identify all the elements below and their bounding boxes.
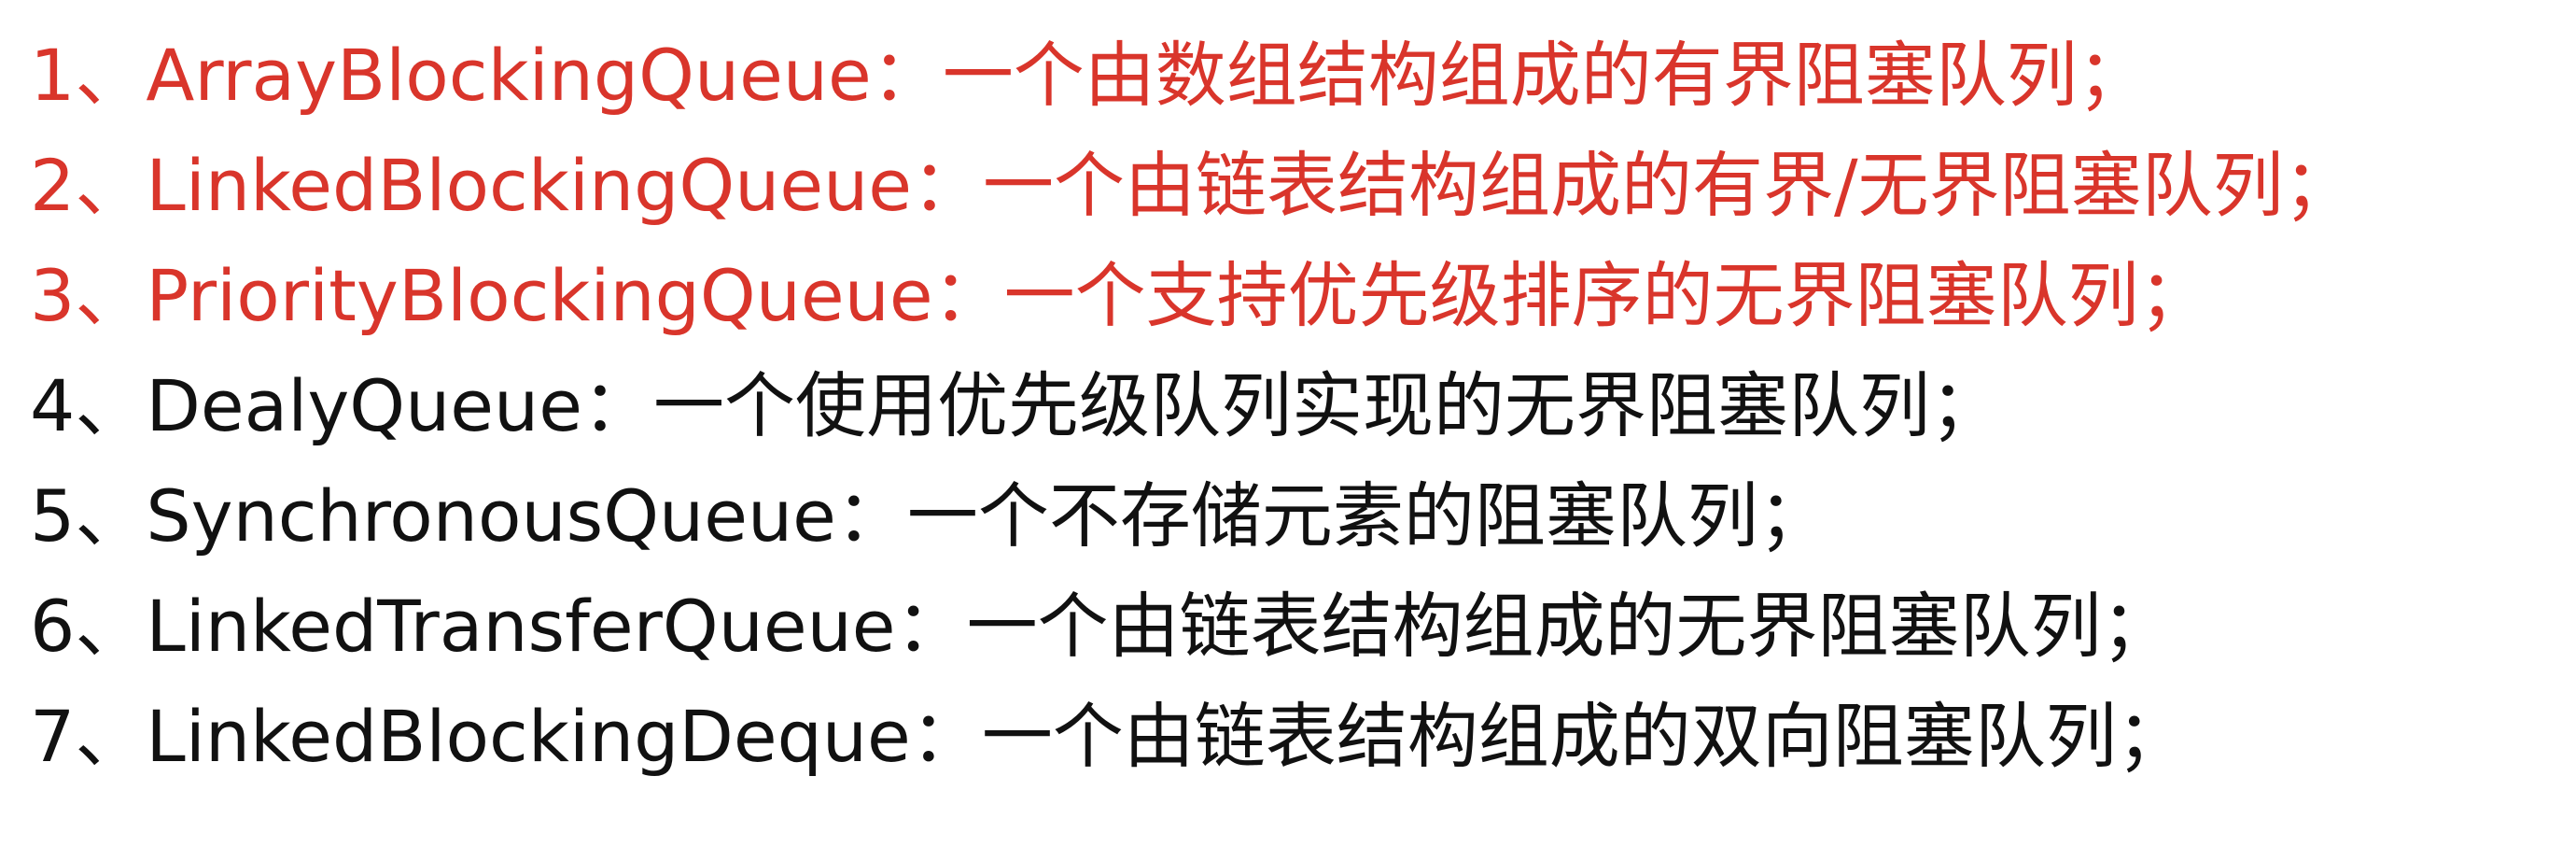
item-colon: ：	[835, 474, 907, 558]
item-number: 7	[30, 695, 76, 778]
item-colon: ：	[912, 144, 984, 227]
list-item-synchronous-queue: 5、SynchronousQueue：一个不存储元素的阻塞队列；	[30, 461, 2550, 572]
item-number: 6	[30, 585, 76, 668]
queue-name: SynchronousQueue	[146, 474, 836, 558]
list-item-linked-blocking-queue: 2、LinkedBlockingQueue：一个由链表结构组成的有界/无界阻塞队…	[30, 131, 2550, 241]
item-number: 2	[30, 144, 76, 227]
queue-description: 一个不存储元素的阻塞队列；	[906, 474, 1829, 558]
queue-description: 一个由链表结构组成的无界阻塞队列；	[966, 585, 2173, 668]
item-colon: ：	[581, 364, 653, 447]
list-item-dealy-queue: 4、DealyQueue：一个使用优先级队列实现的无界阻塞队列；	[30, 351, 2550, 461]
queue-name: LinkedBlockingDeque	[146, 695, 911, 778]
queue-name: ArrayBlockingQueue	[146, 34, 872, 117]
item-separator: 、	[75, 34, 147, 117]
item-number: 5	[30, 474, 76, 558]
queue-description: 一个使用优先级队列实现的无界阻塞队列；	[652, 364, 2001, 447]
item-colon: ：	[932, 254, 1004, 337]
queue-description: 一个由链表结构组成的有界/无界阻塞队列；	[983, 144, 2355, 227]
item-colon: ：	[895, 585, 967, 668]
queue-description: 一个由数组结构组成的有界阻塞队列；	[942, 34, 2149, 117]
item-number: 1	[30, 34, 76, 117]
item-separator: 、	[75, 364, 147, 447]
item-number: 3	[30, 254, 76, 337]
queue-description: 一个支持优先级排序的无界阻塞队列；	[1003, 254, 2210, 337]
item-separator: 、	[75, 585, 147, 668]
list-item-priority-blocking-queue: 3、PriorityBlockingQueue：一个支持优先级排序的无界阻塞队列…	[30, 241, 2550, 351]
item-separator: 、	[75, 144, 147, 227]
queue-name: PriorityBlockingQueue	[146, 254, 933, 337]
blocking-queue-list: 1、ArrayBlockingQueue：一个由数组结构组成的有界阻塞队列； 2…	[30, 21, 2550, 792]
item-separator: 、	[75, 695, 147, 778]
list-item-array-blocking-queue: 1、ArrayBlockingQueue：一个由数组结构组成的有界阻塞队列；	[30, 21, 2550, 131]
item-separator: 、	[75, 254, 147, 337]
item-colon: ：	[871, 34, 943, 117]
queue-name: LinkedBlockingQueue	[146, 144, 913, 227]
queue-name: DealyQueue	[146, 364, 582, 447]
queue-name: LinkedTransferQueue	[146, 585, 896, 668]
item-number: 4	[30, 364, 76, 447]
item-colon: ：	[910, 695, 982, 778]
queue-description: 一个由链表结构组成的双向阻塞队列；	[981, 695, 2188, 778]
list-item-linked-transfer-queue: 6、LinkedTransferQueue：一个由链表结构组成的无界阻塞队列；	[30, 572, 2550, 682]
item-separator: 、	[75, 474, 147, 558]
list-item-linked-blocking-deque: 7、LinkedBlockingDeque：一个由链表结构组成的双向阻塞队列；	[30, 682, 2550, 792]
